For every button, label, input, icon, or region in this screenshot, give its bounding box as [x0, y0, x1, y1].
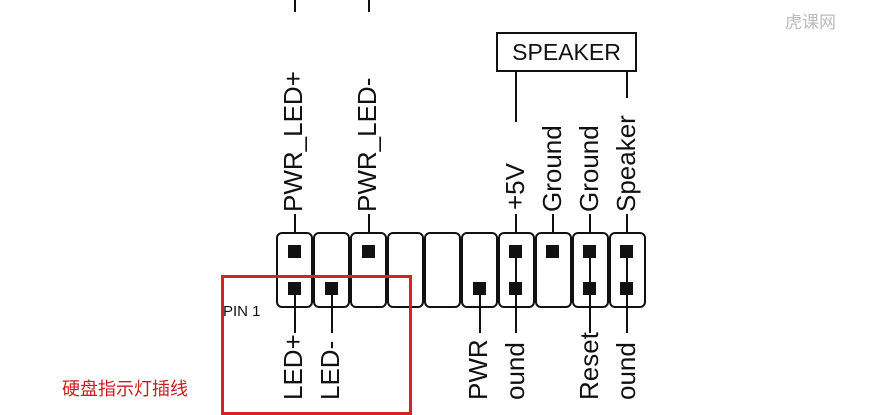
pin1-label: PIN 1 [223, 303, 261, 320]
pin-bottom-9 [583, 282, 596, 295]
label-ground-1: Ground [537, 125, 567, 212]
label-pwr-led-minus: PWR_LED- [352, 77, 382, 212]
connector-col-9 [589, 258, 591, 282]
label-ground-4: ound [611, 342, 641, 400]
hdd-led-highlight-box [221, 275, 412, 415]
bottom-lead-1 [294, 295, 296, 333]
watermark: 虎课网 [785, 13, 836, 32]
speaker-bracket-right [626, 72, 628, 98]
bottom-lead-9 [589, 295, 591, 333]
pin-bottom-2 [325, 282, 338, 295]
bottom-lead-6 [479, 295, 481, 333]
pin-top-1 [288, 245, 301, 258]
label-plus-5v: +5V [500, 163, 530, 210]
lead-3 [515, 214, 517, 238]
header-column-4 [387, 232, 424, 308]
label-pwr: PWR [463, 339, 493, 400]
header-column-8 [535, 232, 572, 308]
speaker-bracket-left [515, 72, 517, 122]
lead-1 [294, 214, 296, 238]
header-column-3 [350, 232, 387, 308]
pin-bottom-10 [620, 282, 633, 295]
pin-top-3 [362, 245, 375, 258]
label-speaker: Speaker [611, 115, 641, 212]
lead-2 [368, 214, 370, 238]
pin-bottom-7 [509, 282, 522, 295]
pin-top-8 [546, 245, 559, 258]
pin-bottom-1 [288, 282, 301, 295]
pwr-led-minus-lead [368, 0, 370, 12]
lead-6 [626, 214, 628, 238]
header-column-5 [424, 232, 461, 308]
label-reset: Reset [574, 332, 604, 400]
hdd-led-caption: 硬盘指示灯插线 [62, 379, 188, 399]
label-pwr-led-plus: PWR_LED+ [278, 71, 308, 212]
pwr-led-plus-lead [294, 0, 296, 12]
pin-top-7 [509, 245, 522, 258]
bottom-lead-2 [331, 295, 333, 333]
connector-col-10 [626, 258, 628, 282]
pin-bottom-6 [473, 282, 486, 295]
speaker-box: SPEAKER [496, 32, 637, 72]
pin-top-10 [620, 245, 633, 258]
header-pinout-diagram: PWR_LED+ PWR_LED- +5V Ground Ground Spea… [62, 0, 836, 415]
lead-5 [589, 214, 591, 238]
lead-4 [552, 214, 554, 238]
label-ground-3: ound [500, 342, 530, 400]
bottom-lead-10 [626, 295, 628, 333]
pin-top-9 [583, 245, 596, 258]
label-ground-2: Ground [574, 125, 604, 212]
connector-col-7 [515, 258, 517, 282]
bottom-lead-7 [515, 295, 517, 333]
